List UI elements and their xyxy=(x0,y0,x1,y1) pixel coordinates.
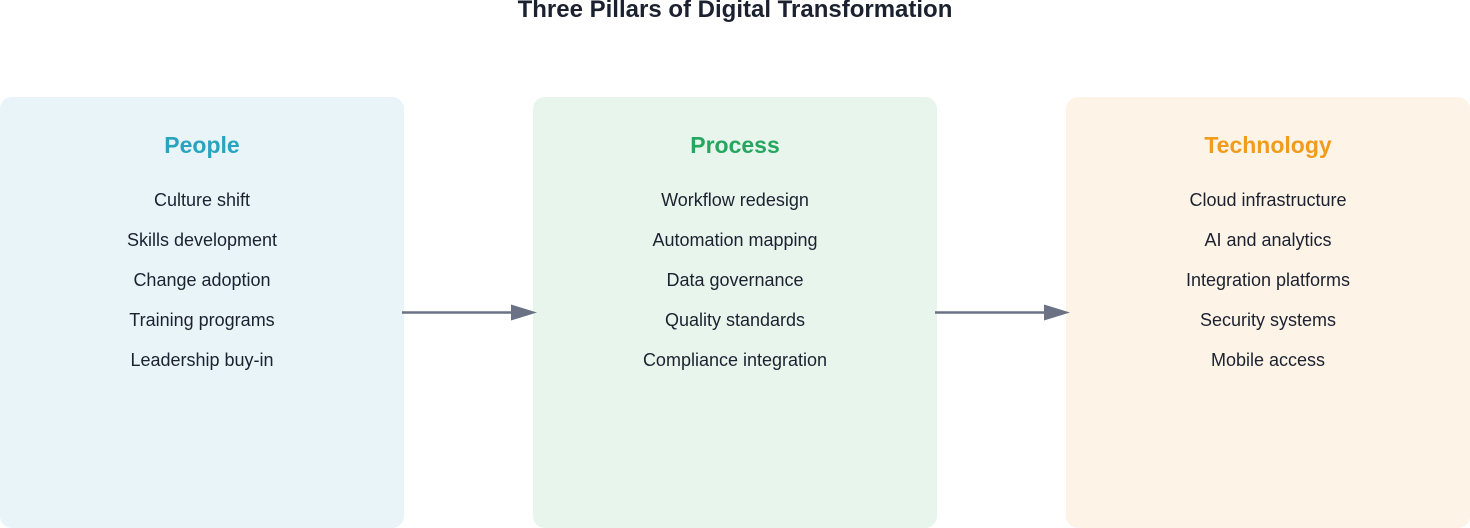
pillar-title: Process xyxy=(690,132,780,158)
pillar-item-list: Culture shift Skills development Change … xyxy=(0,186,404,386)
pillar-people: People Culture shift Skills development … xyxy=(0,97,404,528)
pillar-title: Technology xyxy=(1204,132,1332,158)
list-item: AI and analytics xyxy=(1204,230,1332,250)
pillar-technology: Technology Cloud infrastructure AI and a… xyxy=(1066,97,1470,528)
list-item: Change adoption xyxy=(133,270,271,290)
list-item: Integration platforms xyxy=(1185,270,1351,290)
connector-arrow xyxy=(402,304,537,321)
list-item: Mobile access xyxy=(1210,350,1326,370)
list-item: Training programs xyxy=(129,310,275,330)
pillar-item-list: Cloud infrastructure AI and analytics In… xyxy=(1066,186,1470,386)
pillar-item-list: Workflow redesign Automation mapping Dat… xyxy=(533,186,937,386)
list-item: Security systems xyxy=(1199,310,1337,330)
list-item: Quality standards xyxy=(664,310,806,330)
list-item: Workflow redesign xyxy=(661,190,809,210)
list-item: Data governance xyxy=(666,270,804,290)
pillar-title: People xyxy=(164,132,240,158)
pillar-process: Process Workflow redesign Automation map… xyxy=(533,97,937,528)
list-item: Leadership buy-in xyxy=(130,350,274,370)
diagram-title: Three Pillars of Digital Transformation xyxy=(517,0,953,23)
list-item: Automation mapping xyxy=(652,230,818,250)
list-item: Cloud infrastructure xyxy=(1189,190,1347,210)
list-item: Compliance integration xyxy=(642,350,828,370)
list-item: Skills development xyxy=(126,230,278,250)
list-item: Culture shift xyxy=(153,190,251,210)
connector-arrow xyxy=(935,304,1070,321)
